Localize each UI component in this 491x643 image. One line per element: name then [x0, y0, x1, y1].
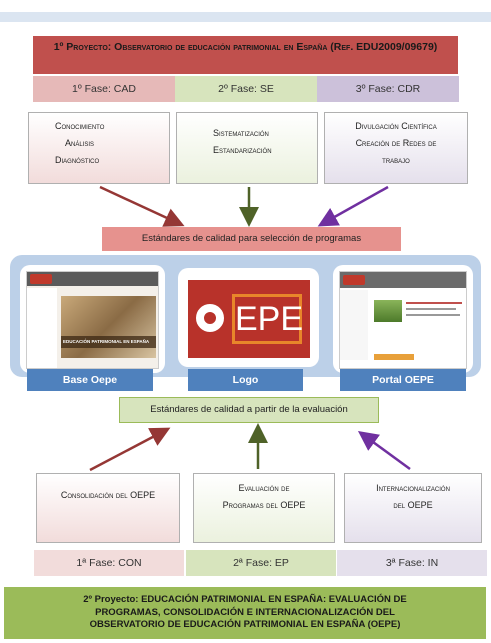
box-internacionalizacion: Internacionalización del OEPE: [344, 473, 482, 543]
box-evaluacion: Evaluación de Programas del OEPE: [193, 473, 335, 543]
base-oepe-card: EDUCACIÓN PATRIMONIAL EN ESPAÑA: [20, 265, 165, 373]
box-line: Conocimiento: [55, 121, 105, 131]
box-line: trabajo: [382, 155, 410, 165]
project-2-title-line: 2º Proyecto: EDUCACIÓN PATRIMONIAL EN ES…: [83, 594, 407, 605]
phase-cad: 1º Fase: CAD: [33, 76, 175, 102]
site-header: [27, 272, 158, 286]
logo-label: Logo: [188, 369, 303, 391]
project-2-title-line: OBSERVATORIO DE EDUCACIÓN PATRIMONIAL EN…: [89, 619, 401, 630]
phase-con: 1ª Fase: CON: [34, 550, 184, 576]
box-line: Estandarización: [213, 145, 272, 155]
portal-text-line: [406, 308, 456, 310]
portal-oepe-screenshot: [339, 271, 467, 369]
arrow-purple-top: [317, 185, 389, 227]
portal-sidebar: [340, 290, 368, 360]
phase-se: 2º Fase: SE: [175, 76, 317, 102]
portal-thumbnail: [374, 300, 402, 322]
box-conocimiento: Conocimiento Análisis Diagnóstico: [28, 112, 170, 184]
base-oepe-screenshot: EDUCACIÓN PATRIMONIAL EN ESPAÑA: [26, 271, 159, 369]
box-line: Divulgación Científica: [355, 121, 437, 131]
box-line: Análisis: [65, 138, 95, 148]
box-divulgacion: Divulgación Científica Creación de Redes…: [324, 112, 468, 184]
box-line: Creación de Redes de: [355, 138, 437, 148]
box-line: del OEPE: [393, 500, 433, 510]
logo-text: EPE: [232, 294, 303, 344]
project-1-title: 1º Proyecto: Observatorio de educación p…: [33, 36, 458, 74]
standards-selection-bar: Estándares de calidad para selección de …: [102, 227, 401, 251]
portal-header: [340, 272, 466, 288]
portal-oepe-label: Portal OEPE: [340, 369, 466, 391]
portal-mini-logo: [343, 275, 365, 285]
arrow-red-top: [99, 185, 185, 227]
portal-oepe-card: [333, 265, 473, 373]
box-line: Sistematización: [213, 128, 269, 138]
portal-footer-strip: [374, 354, 414, 360]
box-line: Internacionalización: [376, 483, 450, 493]
project-2-title-line: PROGRAMAS, CONSOLIDACIÓN E INTERNACIONAL…: [95, 606, 395, 618]
logo-o-icon: [196, 304, 224, 332]
oepe-logo: EPE: [188, 280, 310, 358]
portal-text-line: [406, 302, 462, 304]
box-sistematizacion: Sistematización Estandarización: [176, 112, 318, 184]
standards-evaluation-bar: Estándares de calidad a partir de la eva…: [119, 397, 379, 423]
site-sidebar: [27, 288, 57, 368]
phase-cdr: 3º Fase: CDR: [317, 76, 459, 102]
top-band: [0, 12, 491, 22]
project-2-title: 2º Proyecto: EDUCACIÓN PATRIMONIAL EN ES…: [4, 587, 486, 639]
arrow-purple-bottom: [357, 431, 411, 471]
box-line: Programas del OEPE: [222, 500, 306, 510]
site-banner: EDUCACIÓN PATRIMONIAL EN ESPAÑA: [61, 336, 156, 348]
phase-ep: 2ª Fase: EP: [186, 550, 336, 576]
oepe-mini-logo: [30, 274, 52, 284]
logo-card: EPE: [178, 268, 319, 367]
box-consolidacion: Consolidación del OEPE: [36, 473, 180, 543]
arrow-red-bottom: [89, 427, 171, 472]
portal-text-line: [406, 314, 460, 316]
box-line: Consolidación del OEPE: [60, 490, 156, 500]
base-oepe-label: Base Oepe: [27, 369, 153, 391]
box-line: Diagnóstico: [55, 155, 100, 165]
box-line: Evaluación de: [238, 483, 290, 493]
phase-in: 3ª Fase: IN: [337, 550, 487, 576]
